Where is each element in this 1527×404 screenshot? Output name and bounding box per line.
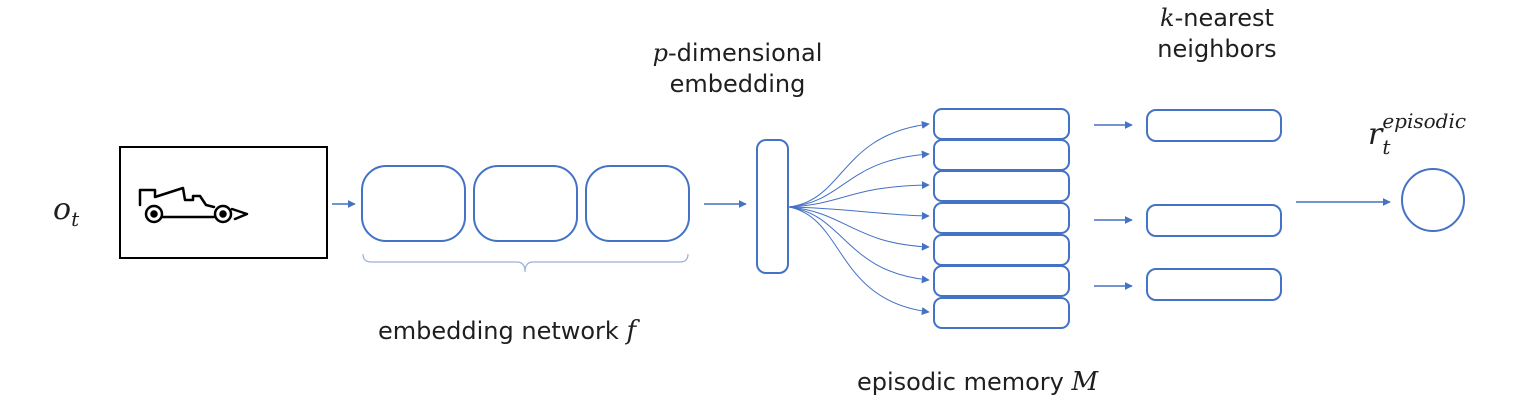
network-layer-1 <box>361 165 466 242</box>
network-layer-3 <box>585 165 690 242</box>
embedding-network <box>361 165 690 242</box>
memory-slot <box>933 234 1070 266</box>
embedding-network-label: embedding network f <box>378 316 637 346</box>
network-brace <box>362 253 689 273</box>
neighbor-slot <box>1146 268 1282 301</box>
episodic-memory-label: episodic memory M <box>857 367 1099 397</box>
memory-slot <box>933 265 1070 297</box>
observation-label: ot <box>53 192 80 231</box>
neighbor-slot <box>1146 109 1282 142</box>
memory-lookup-arrows <box>788 120 930 316</box>
race-car-icon <box>138 186 249 224</box>
nearest-neighbors <box>1146 109 1282 301</box>
embedding-label: p-dimensional embedding <box>652 39 823 98</box>
observation-frame <box>119 146 328 259</box>
memory-slot <box>933 202 1070 234</box>
knn-label: k-nearest neighbors <box>1157 4 1277 63</box>
memory-slot <box>933 108 1070 140</box>
network-layer-2 <box>473 165 578 242</box>
embedding-vector <box>756 139 789 274</box>
episodic-memory <box>933 108 1070 329</box>
reward-node <box>1401 168 1465 232</box>
neighbor-slot <box>1146 204 1282 237</box>
memory-slot <box>933 139 1070 171</box>
knn-arrows <box>1094 121 1133 290</box>
memory-slot <box>933 170 1070 202</box>
memory-slot <box>933 297 1070 329</box>
